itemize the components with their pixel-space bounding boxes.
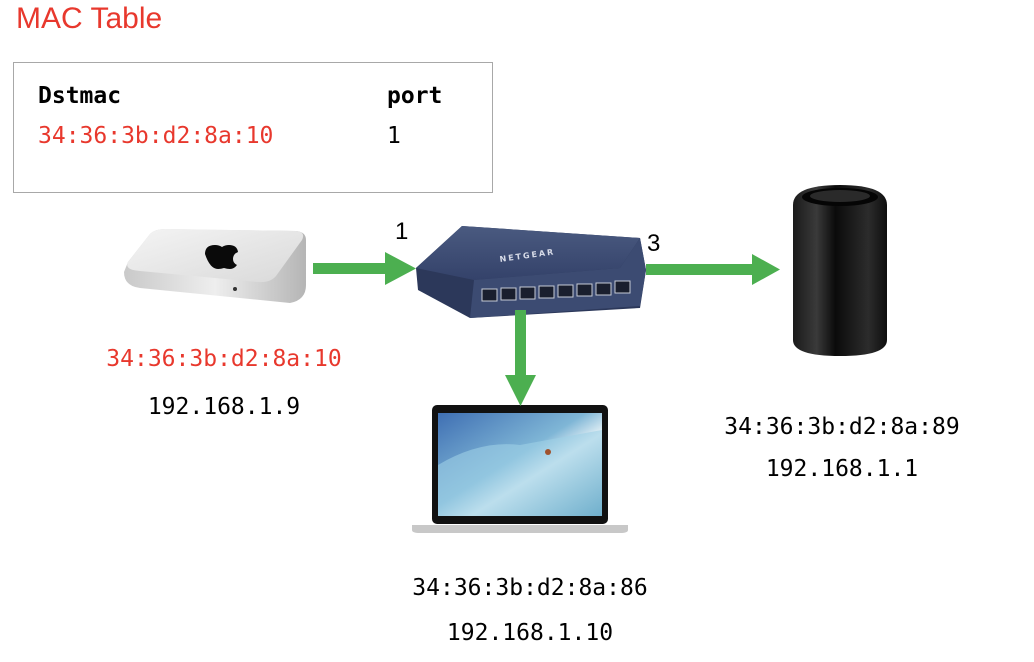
laptop-mac-address: 34:36:3b:d2:8a:86 (412, 575, 648, 601)
mac-table-header-dstmac: Dstmac (38, 83, 122, 109)
mac-table-cell-port: 1 (387, 123, 401, 149)
arrow-switch-to-laptop (505, 310, 536, 406)
arrows (313, 252, 780, 406)
network-switch-icon: NETGEAR (416, 226, 646, 318)
arrow-mini-to-switch (313, 252, 416, 285)
mac-table-cell-dstmac: 34:36:3b:d2:8a:10 (38, 123, 274, 149)
mac-mini-ip-address: 192.168.1.9 (147, 394, 301, 420)
laptop-icon (412, 405, 628, 533)
mac-mini-mac-address: 34:36:3b:d2:8a:10 (106, 346, 342, 372)
arrow-switch-to-pro (646, 254, 780, 285)
switch-port-label-3: 3 (647, 230, 661, 257)
mac-pro-mac-address: 34:36:3b:d2:8a:89 (724, 414, 960, 440)
page-title: MAC Table (16, 2, 163, 35)
mac-table-header-port: port (387, 83, 443, 109)
mac-table: Dstmac port 34:36:3b:d2:8a:10 1 (13, 62, 493, 193)
mac-mini-icon (124, 229, 306, 303)
mac-pro-ip-address: 192.168.1.1 (765, 456, 919, 482)
mac-pro-icon (793, 185, 887, 356)
laptop-ip-address: 192.168.1.10 (446, 620, 614, 646)
switch-port-label-1: 1 (395, 218, 409, 245)
